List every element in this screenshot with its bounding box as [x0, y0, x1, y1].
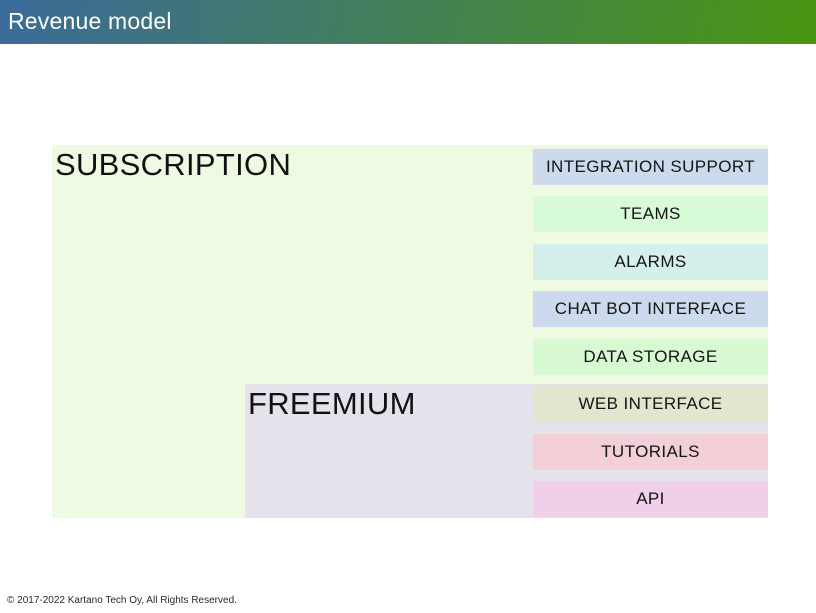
- feature-bar-integration-support: INTEGRATION SUPPORT: [533, 149, 768, 185]
- region-subscription-label: SUBSCRIPTION: [55, 147, 292, 182]
- feature-bar-tutorials: TUTORIALS: [533, 434, 768, 470]
- feature-bar-web-interface: WEB INTERFACE: [533, 386, 768, 422]
- region-freemium-label: FREEMIUM: [248, 386, 416, 421]
- feature-bar-chat-bot-interface: CHAT BOT INTERFACE: [533, 291, 768, 327]
- feature-bar-alarms: ALARMS: [533, 244, 768, 280]
- title-bar: Revenue model: [0, 0, 816, 44]
- feature-bar-teams: TEAMS: [533, 196, 768, 232]
- footer: © 2017-2022 Kartano Tech Oy, All Rights …: [7, 595, 237, 606]
- feature-bar-data-storage: DATA STORAGE: [533, 339, 768, 375]
- feature-bar-api: API: [533, 481, 768, 517]
- slide-title: Revenue model: [8, 7, 172, 34]
- copyright-text: © 2017-2022 Kartano Tech Oy, All Rights …: [7, 595, 237, 606]
